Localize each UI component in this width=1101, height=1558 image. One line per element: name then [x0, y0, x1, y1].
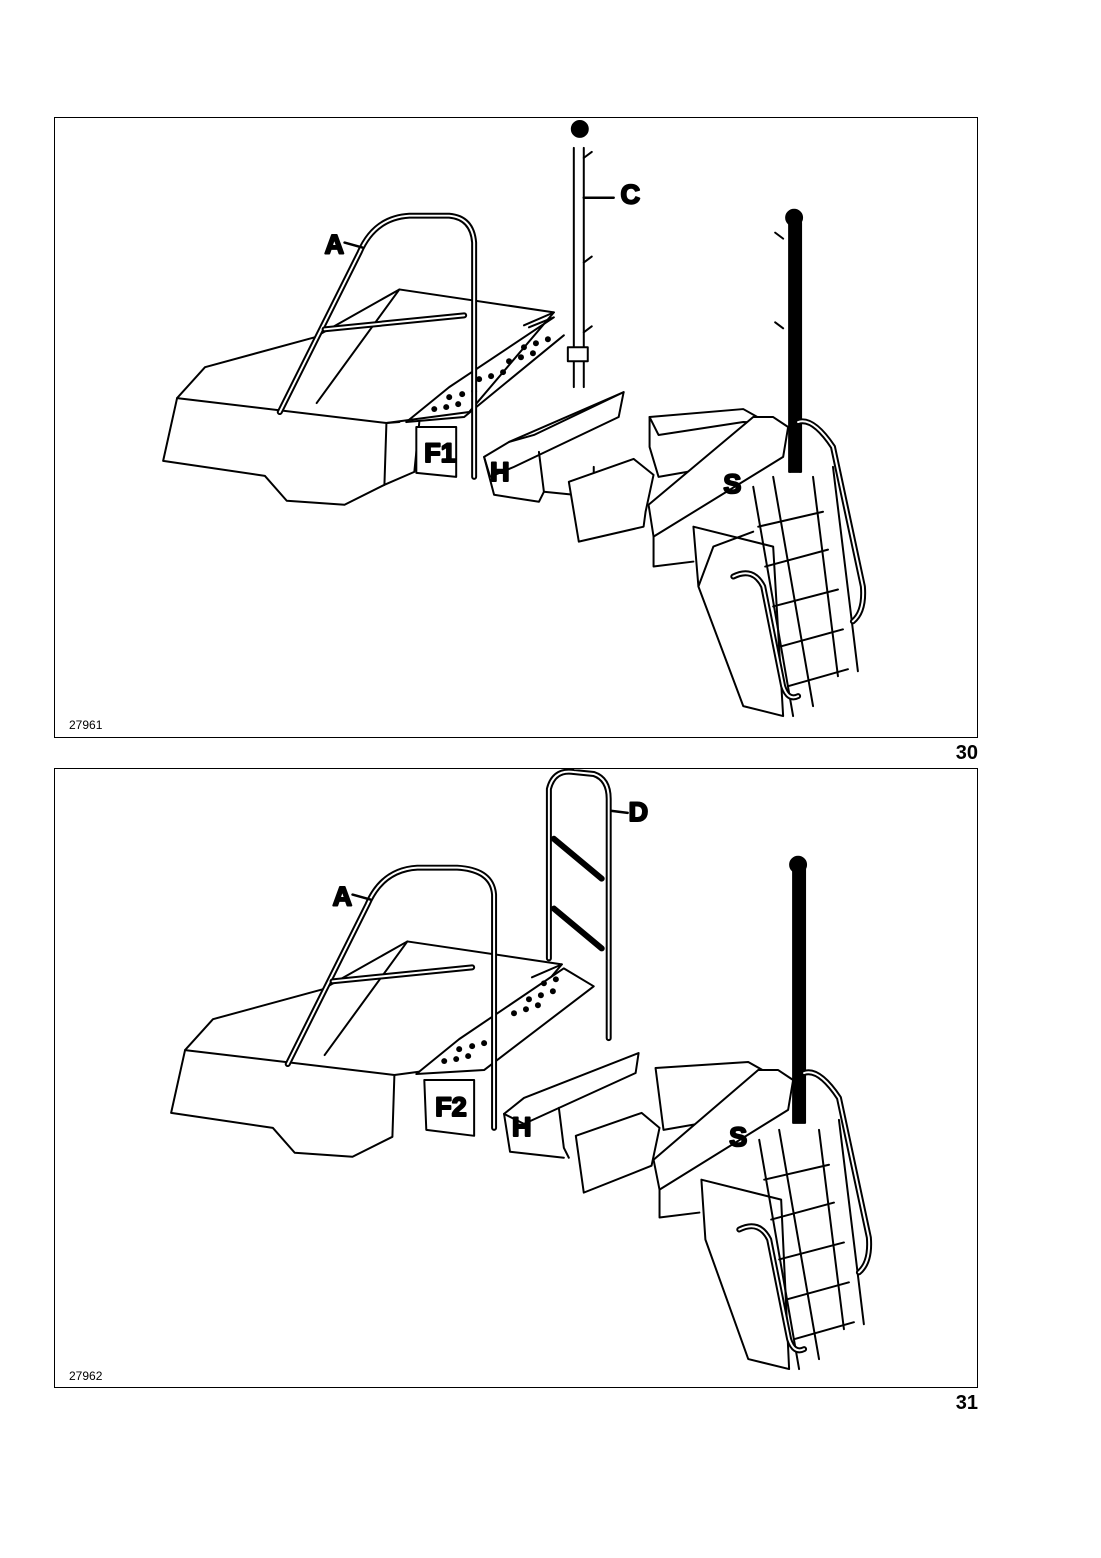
bracket-f2	[423, 1078, 476, 1137]
label-f2: F2	[435, 1092, 466, 1122]
step-assembly-drawing-30: A C F1 H S	[162, 119, 867, 718]
step-assembly-drawing-31: A D F2 H S	[170, 769, 873, 1371]
figure-reference-number: 27962	[69, 1369, 103, 1383]
figure-31-panel: A D F2 H S 27962	[54, 768, 978, 1388]
step-frame-s	[574, 1061, 795, 1371]
handrail-a	[276, 212, 478, 480]
label-h: H	[512, 1112, 531, 1142]
frame-d	[545, 769, 612, 1042]
label-c: C	[621, 180, 640, 210]
label-f1: F1	[424, 438, 455, 468]
leader-a	[351, 893, 372, 901]
tall-pole	[774, 208, 867, 625]
figure-number: 31	[955, 1392, 978, 1414]
post-c	[566, 119, 615, 389]
tall-pole	[789, 855, 873, 1276]
step-frame-s	[567, 408, 790, 718]
perforated-tread	[405, 316, 565, 424]
label-a: A	[325, 230, 344, 260]
label-h: H	[490, 457, 509, 487]
label-a: A	[333, 882, 352, 912]
perforated-tread	[415, 967, 595, 1076]
label-d: D	[629, 797, 648, 827]
label-s: S	[729, 1122, 747, 1152]
ladder	[736, 1118, 865, 1371]
figure-number: 30	[955, 742, 978, 764]
bracket-f1	[415, 426, 458, 478]
leader-a	[343, 241, 364, 249]
leader-d	[610, 809, 629, 815]
channel-h	[503, 1052, 640, 1159]
label-s: S	[723, 469, 741, 499]
handrail-a	[284, 864, 498, 1131]
figure-reference-number: 27961	[69, 718, 103, 732]
platform-body	[162, 288, 555, 506]
ladder	[730, 465, 859, 718]
figure-30-panel: A C F1 H S 27961	[54, 117, 978, 738]
